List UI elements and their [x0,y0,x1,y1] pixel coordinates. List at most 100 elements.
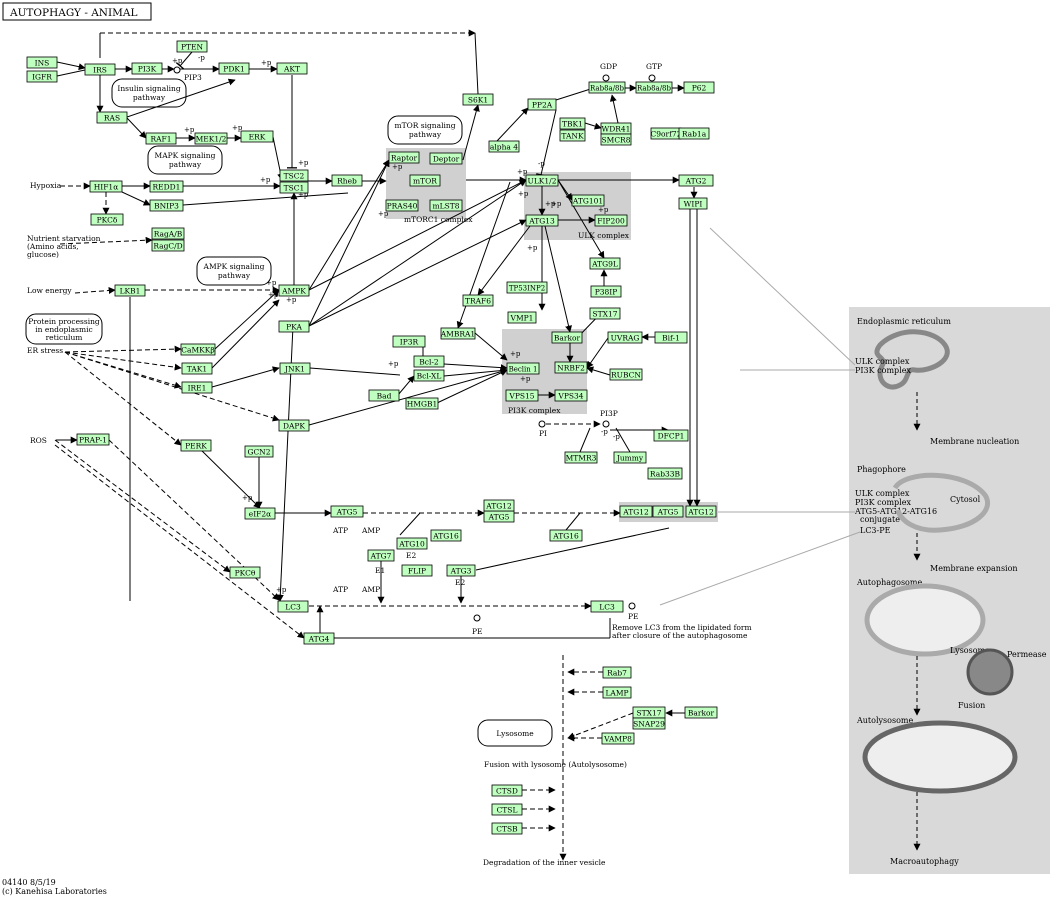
gene-box[interactable] [446,564,476,577]
gene-eif2-77[interactable]: eIF2α [244,507,276,520]
gene-box[interactable] [588,81,626,94]
gene-ire1-58[interactable]: IRE1 [181,381,213,394]
gene-box[interactable] [429,152,463,165]
gene-box[interactable] [96,111,128,124]
gene-atg5-80[interactable]: ATG5 [652,505,684,518]
gene-wipi-42[interactable]: WIPI [678,197,708,210]
gene-pp2a-12[interactable]: PP2A [527,98,557,111]
gene-dapk-74[interactable]: DAPK [278,419,310,432]
gene-box[interactable] [527,98,557,111]
gene-box[interactable] [180,343,216,356]
gene-box[interactable] [76,433,110,446]
gene-box[interactable] [429,199,463,212]
gene-box[interactable] [564,451,598,464]
gene-box[interactable] [678,127,710,140]
gene-pi3k-3[interactable]: PI3K [131,62,163,75]
gene-tp53inp2-49[interactable]: TP53INP2 [506,281,548,294]
gene-box[interactable] [571,194,605,207]
gene-raptor-32[interactable]: Raptor [388,151,420,164]
gene-box[interactable] [549,529,583,542]
gene-box[interactable] [653,429,689,442]
gene-pten-4[interactable]: PTEN [176,40,208,53]
gene-mlst8-36[interactable]: mLST8 [429,199,463,212]
gene-vps34-69[interactable]: VPS34 [554,389,588,402]
gene-ras-7[interactable]: RAS [96,111,128,124]
gene-box[interactable] [405,397,439,410]
insulin-map[interactable] [111,78,187,108]
gene-box[interactable] [180,439,212,452]
gene-box[interactable] [430,529,462,542]
gene-atg5-84[interactable]: ATG5 [330,505,364,518]
gene-box[interactable] [551,331,583,344]
gene-box[interactable] [678,197,708,210]
gene-atg13-39[interactable]: ATG13 [525,214,559,227]
gene-box[interactable] [506,281,548,294]
mapk-map[interactable] [147,145,223,175]
gene-box[interactable] [525,174,559,187]
gene-atg2-41[interactable]: ATG2 [678,174,714,187]
gene-s6k1-11[interactable]: S6K1 [462,93,494,106]
gene-box[interactable] [554,361,588,374]
gene-pdk1-5[interactable]: PDK1 [218,62,250,75]
gene-box[interactable] [600,133,632,146]
gene-box[interactable] [613,451,647,464]
gene-deptor-33[interactable]: Deptor [429,152,463,165]
gene-box[interactable] [176,40,208,53]
gene-box[interactable] [240,130,274,143]
gene-mek1-2-9[interactable]: MEK1/2 [194,132,228,145]
gene-flip-89[interactable]: FLIP [401,564,433,577]
gene-traf6-48[interactable]: TRAF6 [462,294,494,307]
gene-atg12-79[interactable]: ATG12 [619,505,653,518]
gene-rab1a-19[interactable]: Rab1a [678,127,710,140]
gene-p38ip-44[interactable]: P38IP [590,285,622,298]
gene-atg16-85[interactable]: ATG16 [549,529,583,542]
gene-box[interactable] [462,93,494,106]
gene-pkc-26[interactable]: PKCδ [90,213,124,226]
gene-box[interactable] [440,327,476,340]
gene-box[interactable] [506,362,540,375]
gene-akt-6[interactable]: AKT [276,62,308,75]
gene-box[interactable] [413,369,445,382]
gene-rab7-95[interactable]: Rab7 [602,666,632,679]
gene-box[interactable] [413,355,445,368]
gene-camkk-56[interactable]: CaMKKβ [180,343,216,356]
gene-box[interactable] [491,803,523,816]
gene-box[interactable] [409,174,441,187]
gene-box[interactable] [90,213,124,226]
gene-box[interactable] [683,81,715,94]
gene-ip3r-60[interactable]: IP3R [392,335,426,348]
gene-box[interactable] [483,499,515,512]
gene-prap-1-73[interactable]: PRAP-1 [76,433,110,446]
gene-box[interactable] [26,70,58,83]
gene-bif-1-55[interactable]: Bif-1 [654,331,688,344]
gene-box[interactable] [635,81,673,94]
gene-atg10-88[interactable]: ATG10 [396,537,428,550]
gene-mtmr3-71[interactable]: MTMR3 [564,451,598,464]
gene-box[interactable] [330,505,364,518]
gene-box[interactable] [678,174,714,187]
gene-box[interactable] [589,257,621,270]
gene-mtor-34[interactable]: mTOR [409,174,441,187]
gene-raf1-8[interactable]: RAF1 [145,132,177,145]
gene-bnip3-25[interactable]: BNIP3 [149,199,184,212]
gene-bcl-xl-62[interactable]: Bcl-XL [413,369,445,382]
gene-box[interactable] [602,666,632,679]
gene-atg9l-43[interactable]: ATG9L [589,257,621,270]
gene-atg12-81[interactable]: ATG12 [685,505,717,518]
gene-vps15-68[interactable]: VPS15 [505,389,539,402]
gene-beclin-1-63[interactable]: Beclin 1 [506,362,540,375]
gene-box[interactable] [89,180,123,193]
gene-box[interactable] [647,467,683,480]
gene-box[interactable] [181,381,213,394]
gene-rab33b-78[interactable]: Rab33B [647,467,683,480]
gene-box[interactable] [279,169,309,182]
gene-box[interactable] [149,180,184,193]
gene-box[interactable] [491,784,523,797]
gene-atg16-86[interactable]: ATG16 [430,529,462,542]
gene-box[interactable] [367,549,395,562]
gene-box[interactable] [525,214,559,227]
gene-pkc-91[interactable]: PKCθ [229,566,261,579]
gene-box[interactable] [145,132,177,145]
gene-uvrag-54[interactable]: UVRAG [607,331,643,344]
gene-box[interactable] [151,239,185,252]
